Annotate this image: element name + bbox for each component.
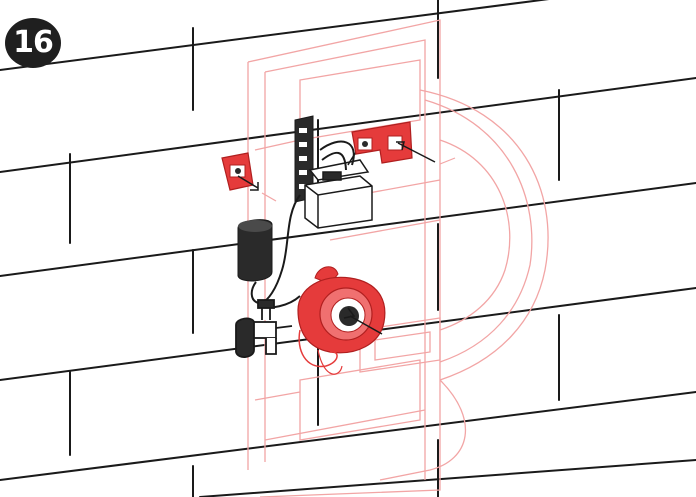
waste-outlet-icon — [297, 266, 386, 375]
angle-valve-icon — [235, 299, 293, 358]
bracket-right-icon — [351, 121, 456, 165]
bracket-left-icon — [221, 152, 277, 202]
urinal-ghost-icon — [247, 19, 549, 497]
control-unit-icon — [294, 115, 314, 203]
step-number-badge: 16 — [5, 18, 61, 68]
cable-icon — [250, 140, 355, 309]
power-supply-icon — [237, 219, 273, 282]
solenoid-box-icon — [304, 137, 373, 229]
